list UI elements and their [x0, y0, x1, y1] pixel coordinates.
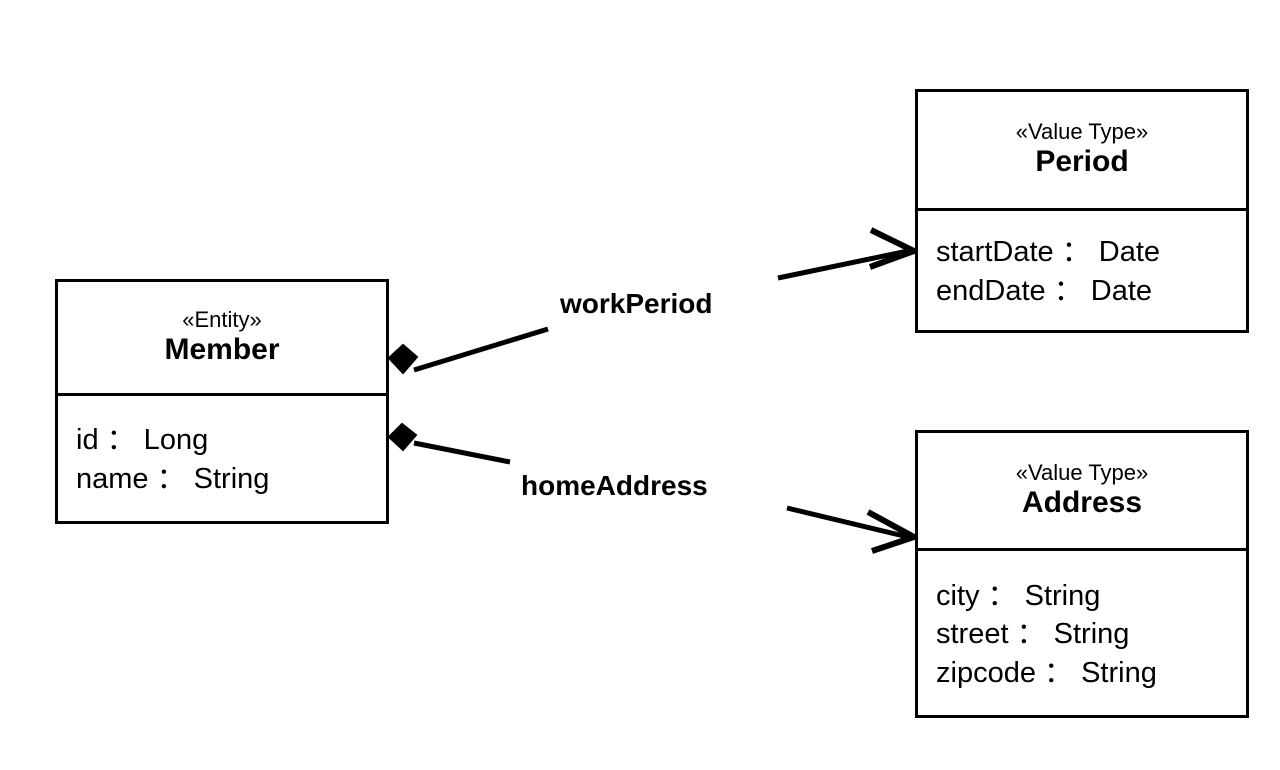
- class-attributes-member: id ： Long name ： String: [58, 396, 386, 524]
- class-header-member: «Entity» Member: [58, 282, 386, 396]
- class-attribute-address-zipcode: zipcode ： String: [936, 656, 1157, 689]
- association-label-work-period: workPeriod: [560, 288, 713, 319]
- class-box-member[interactable]: «Entity» Member id ： Long name ： String: [55, 279, 389, 524]
- work-period-composition-diamond: [387, 343, 419, 375]
- class-attribute-member-name: name ： String: [76, 463, 270, 495]
- association-home-address: [387, 422, 922, 554]
- class-box-period[interactable]: «Value Type» Period startDate ： Date end…: [915, 89, 1249, 333]
- class-attribute-period-enddate: endDate ： Date: [936, 275, 1153, 307]
- class-attributes-period: startDate ： Date endDate ： Date: [918, 211, 1246, 333]
- class-stereotype-period: «Value Type»: [1015, 119, 1149, 145]
- class-name-address: Address: [1021, 485, 1143, 519]
- home-address-line-source: [413, 440, 511, 465]
- class-header-period: «Value Type» Period: [918, 92, 1246, 211]
- association-label-home-address: homeAddress: [521, 470, 708, 501]
- class-header-address: «Value Type» Address: [918, 433, 1246, 551]
- class-stereotype-address: «Value Type»: [1015, 459, 1149, 485]
- class-attribute-period-startdate: startDate ： Date: [936, 236, 1161, 269]
- work-period-line-target: [777, 248, 909, 281]
- class-attribute-address-street: street ： String: [936, 618, 1130, 651]
- work-period-line-source: [413, 326, 549, 373]
- association-work-period: [387, 227, 922, 375]
- class-attribute-address-city: city ： String: [936, 579, 1101, 612]
- class-stereotype-member: «Entity»: [182, 306, 262, 332]
- class-attributes-address: city ： String street ： String zipcode ： …: [918, 551, 1246, 718]
- class-box-address[interactable]: «Value Type» Address city ： String stree…: [915, 430, 1249, 718]
- work-period-arrowhead: [868, 227, 922, 270]
- class-name-member: Member: [164, 332, 280, 366]
- class-attribute-member-id: id ： Long: [76, 424, 209, 457]
- home-address-composition-diamond: [387, 422, 418, 452]
- class-name-period: Period: [1035, 145, 1129, 179]
- home-address-arrowhead: [866, 509, 922, 554]
- home-address-line-target: [786, 505, 909, 540]
